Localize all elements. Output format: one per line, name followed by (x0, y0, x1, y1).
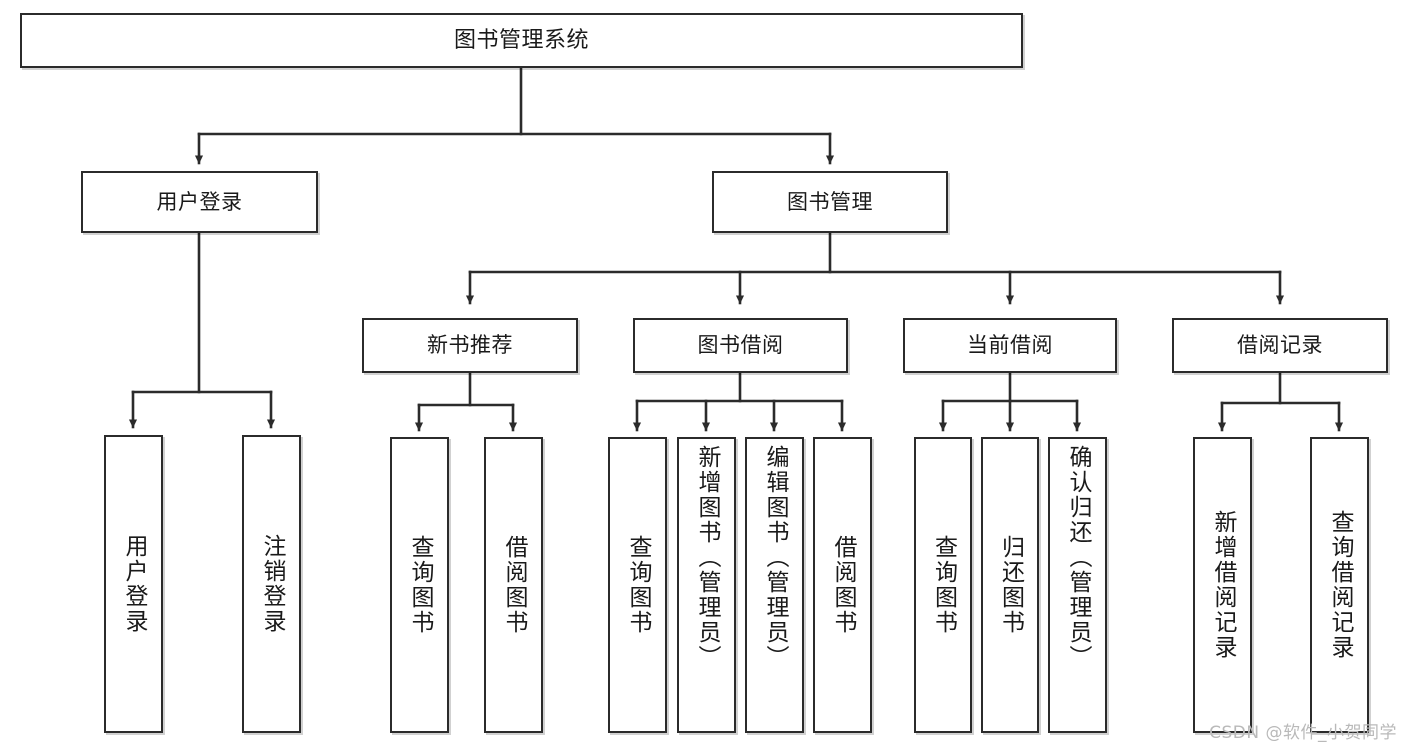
node-label: 查询图书 (930, 535, 957, 635)
node-label: 图书管理 (787, 189, 873, 214)
leaf-query-book-borrow[interactable]: 查询图书 (608, 437, 667, 733)
leaf-logout[interactable]: 注销登录 (242, 435, 301, 733)
leaf-edit-book-admin[interactable]: 编辑图书（管理员） (745, 437, 804, 733)
watermark-text: CSDN @软件_小贺同学 (1209, 723, 1397, 743)
node-label: 借阅记录 (1237, 333, 1323, 358)
node-user-login[interactable]: 用户登录 (81, 171, 318, 233)
node-borrowing-record[interactable]: 借阅记录 (1172, 318, 1388, 373)
node-current-borrowing[interactable]: 当前借阅 (903, 318, 1117, 373)
leaf-query-borrow-record[interactable]: 查询借阅记录 (1310, 437, 1369, 733)
node-label: 归还图书 (997, 535, 1024, 635)
leaf-borrow-book[interactable]: 借阅图书 (813, 437, 872, 733)
node-label: 图书借阅 (697, 333, 784, 358)
node-label: 确认归还（管理员） (1065, 445, 1091, 670)
leaf-borrow-book-new-rec[interactable]: 借阅图书 (484, 437, 543, 733)
node-label: 当前借阅 (967, 333, 1053, 358)
node-root-book-management-system[interactable]: 图书管理系统 (20, 13, 1023, 68)
node-label: 借阅图书 (501, 535, 527, 635)
node-label: 用户登录 (121, 534, 147, 634)
node-label: 查询借阅记录 (1327, 510, 1353, 660)
node-label: 新增图书（管理员） (694, 445, 720, 670)
node-label: 新增借阅记录 (1210, 510, 1236, 660)
node-label: 用户登录 (156, 189, 243, 214)
node-book-borrowing[interactable]: 图书借阅 (633, 318, 848, 373)
node-label: 注销登录 (259, 534, 285, 634)
node-label: 图书管理系统 (453, 27, 589, 53)
node-label: 借阅图书 (830, 535, 856, 635)
node-new-book-recommendation[interactable]: 新书推荐 (362, 318, 578, 373)
leaf-query-book-current[interactable]: 查询图书 (914, 437, 972, 733)
node-label: 查询图书 (625, 535, 651, 635)
node-book-management[interactable]: 图书管理 (712, 171, 948, 233)
leaf-user-login[interactable]: 用户登录 (104, 435, 163, 733)
leaf-add-borrow-record[interactable]: 新增借阅记录 (1193, 437, 1252, 733)
leaf-query-book-new-rec[interactable]: 查询图书 (390, 437, 449, 733)
leaf-confirm-return-admin[interactable]: 确认归还（管理员） (1048, 437, 1107, 733)
node-label: 查询图书 (407, 535, 433, 635)
leaf-return-book[interactable]: 归还图书 (981, 437, 1039, 733)
node-label: 新书推荐 (427, 333, 513, 358)
leaf-add-book-admin[interactable]: 新增图书（管理员） (677, 437, 736, 733)
node-label: 编辑图书（管理员） (762, 445, 788, 670)
